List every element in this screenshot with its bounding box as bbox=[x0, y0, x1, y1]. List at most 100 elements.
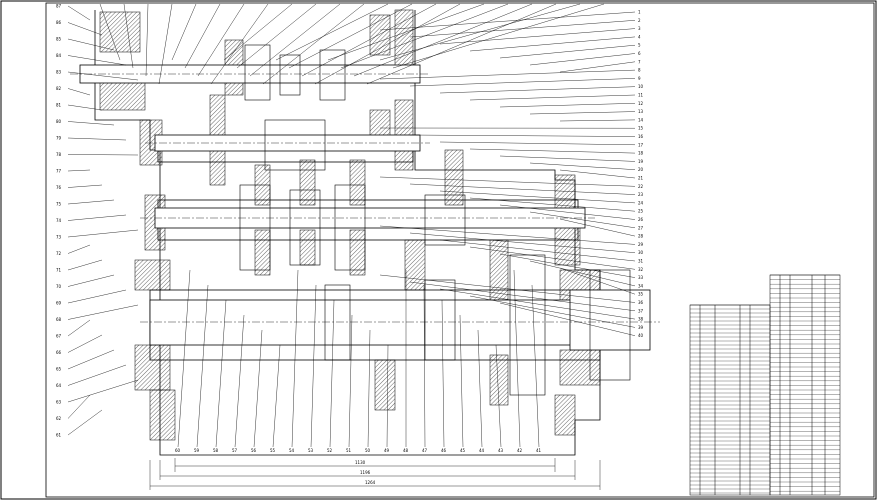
callout-right: 28 bbox=[638, 234, 644, 239]
callout-leader bbox=[197, 3, 245, 77]
callout-left: 63 bbox=[56, 400, 62, 405]
callout-leader bbox=[469, 94, 636, 101]
callout-left: 70 bbox=[56, 284, 62, 289]
callout-leader bbox=[272, 344, 281, 448]
callout-leader bbox=[477, 329, 483, 448]
callout-leader bbox=[67, 104, 103, 111]
callout-leader bbox=[67, 184, 103, 188]
callout-leader bbox=[123, 3, 134, 69]
callout-leader bbox=[439, 141, 636, 145]
callout-leader bbox=[409, 232, 636, 253]
callout-leader bbox=[469, 295, 636, 328]
callout-leader bbox=[67, 71, 139, 81]
callout-leader bbox=[215, 299, 227, 448]
callout-leader bbox=[379, 3, 581, 61]
callout-leader bbox=[366, 3, 557, 85]
callout-leader bbox=[67, 409, 103, 436]
callout-right: 19 bbox=[638, 159, 644, 164]
callout-leader bbox=[262, 3, 365, 85]
callout-leader bbox=[499, 155, 636, 162]
callout-leader bbox=[529, 111, 636, 115]
callout-leader bbox=[348, 314, 353, 448]
callout-right: 24 bbox=[638, 200, 644, 205]
callout-leader bbox=[67, 88, 91, 96]
callout-bottom: 54 bbox=[289, 448, 295, 453]
callout-leader bbox=[340, 3, 509, 69]
callout-leader bbox=[67, 154, 139, 156]
callout-bottom: 58 bbox=[213, 448, 219, 453]
callout-leader bbox=[459, 314, 464, 448]
callout-group: 8786858483828180797877767574737271706968… bbox=[56, 4, 644, 454]
callout-leader bbox=[559, 119, 636, 122]
callout-leader bbox=[67, 304, 139, 320]
callout-right: 21 bbox=[638, 176, 644, 181]
callout-leader bbox=[531, 284, 540, 448]
callout-right: 31 bbox=[638, 259, 644, 264]
callout-leader bbox=[329, 299, 335, 448]
callout-left: 68 bbox=[56, 317, 62, 322]
callout-bottom: 52 bbox=[327, 448, 333, 453]
callout-right: 6 bbox=[638, 51, 641, 56]
callout-leader bbox=[469, 246, 636, 270]
callout-bottom: 41 bbox=[536, 448, 542, 453]
callout-right: 26 bbox=[638, 217, 644, 222]
callout-leader bbox=[559, 169, 636, 179]
dimension-1264: 1264 bbox=[365, 480, 376, 485]
callout-leader bbox=[158, 3, 173, 85]
callout-right: 40 bbox=[638, 333, 644, 338]
callout-leader bbox=[67, 394, 91, 419]
callout-leader bbox=[409, 134, 636, 137]
callout-leader bbox=[529, 162, 636, 170]
callout-bottom: 53 bbox=[308, 448, 314, 453]
callout-right: 9 bbox=[638, 76, 641, 81]
callout-leader bbox=[67, 244, 91, 254]
callout-leader bbox=[499, 45, 636, 59]
callout-left: 77 bbox=[56, 169, 62, 174]
callout-right: 27 bbox=[638, 225, 644, 230]
callout-right: 35 bbox=[638, 292, 644, 297]
callout-left: 62 bbox=[56, 416, 62, 421]
callout-leader bbox=[67, 214, 127, 221]
callout-leader bbox=[171, 3, 197, 61]
callout-bottom: 51 bbox=[346, 448, 352, 453]
callout-left: 71 bbox=[56, 268, 62, 273]
callout-leader bbox=[392, 3, 605, 69]
callout-left: 76 bbox=[56, 185, 62, 190]
callout-left: 85 bbox=[56, 37, 62, 42]
callout-leader bbox=[379, 69, 636, 80]
callout-leader bbox=[386, 344, 389, 448]
callout-right: 37 bbox=[638, 308, 644, 313]
callout-right: 36 bbox=[638, 300, 644, 305]
callout-leader bbox=[439, 190, 636, 204]
callout-leader bbox=[236, 3, 317, 69]
callout-right: 16 bbox=[638, 134, 644, 139]
callout-leader bbox=[275, 3, 389, 61]
callout-leader bbox=[234, 314, 245, 448]
callout-leader bbox=[67, 319, 91, 337]
callout-bottom: 60 bbox=[175, 448, 181, 453]
callout-leader bbox=[327, 3, 485, 61]
callout-leader bbox=[499, 204, 636, 220]
dimension-1130: 1130 bbox=[355, 460, 366, 465]
callout-leader bbox=[67, 121, 115, 126]
callout-right: 12 bbox=[638, 101, 644, 106]
center-lines bbox=[70, 73, 660, 323]
callout-leader bbox=[379, 225, 636, 245]
callout-leader bbox=[499, 253, 636, 278]
callout-leader bbox=[310, 284, 317, 448]
callout-right: 1 bbox=[638, 10, 641, 15]
inner-frame bbox=[45, 2, 875, 498]
callout-left: 79 bbox=[56, 136, 62, 141]
callout-leader bbox=[409, 281, 636, 311]
callout-bottom: 47 bbox=[422, 448, 428, 453]
callout-right: 25 bbox=[638, 209, 644, 214]
callout-leader bbox=[439, 239, 636, 262]
callout-right: 17 bbox=[638, 142, 644, 147]
callout-leader bbox=[529, 211, 636, 228]
callout-right: 14 bbox=[638, 117, 644, 122]
callout-left: 67 bbox=[56, 334, 62, 339]
callout-leader bbox=[67, 55, 127, 66]
callout-leader bbox=[67, 379, 139, 403]
callout-leader bbox=[469, 197, 636, 212]
